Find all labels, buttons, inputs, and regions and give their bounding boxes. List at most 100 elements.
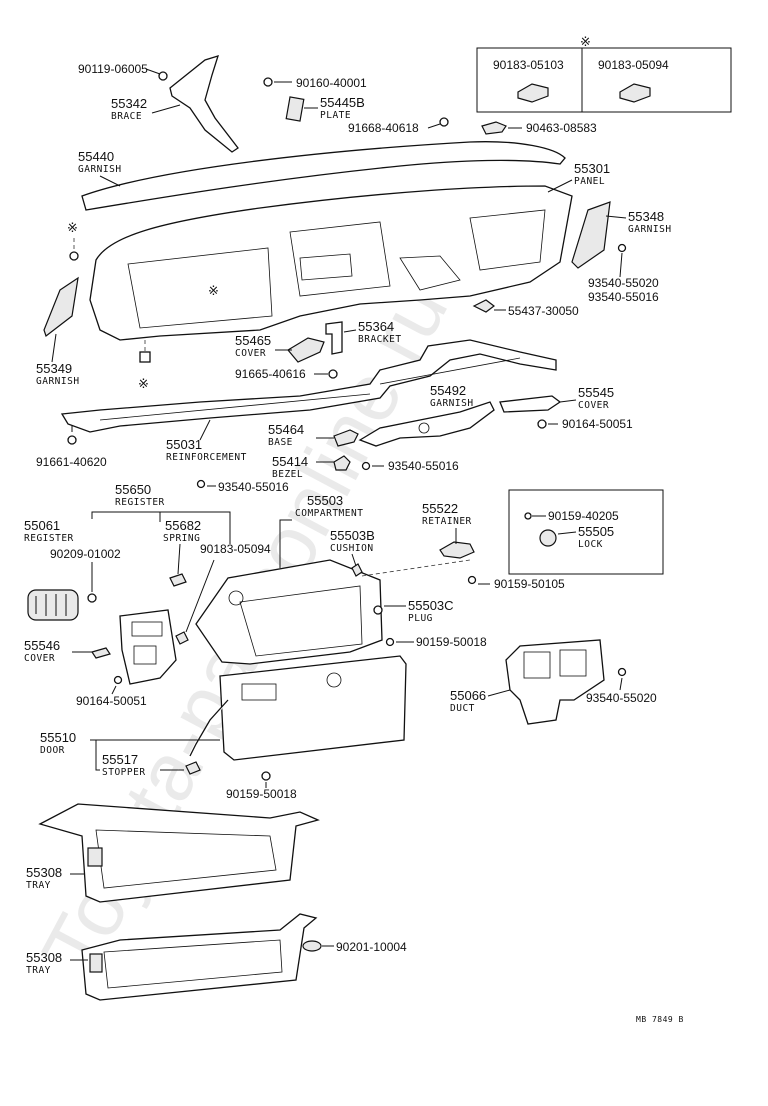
label-90119-06005: 90119-06005 — [78, 62, 148, 76]
label-90159-50018-mid: 90159-50018 — [416, 635, 487, 649]
bolt-icon — [158, 71, 168, 81]
label-cover-55465: COVER — [235, 348, 266, 359]
clip-90183-icon — [175, 631, 189, 645]
clip-right-icon — [619, 83, 651, 103]
label-panel: PANEL — [574, 176, 605, 187]
retainer-55522-part — [439, 541, 475, 559]
label-55510: 55510 — [40, 730, 76, 745]
screw-icon — [361, 461, 371, 471]
label-55349: 55349 — [36, 361, 72, 376]
garnish-55348-part — [571, 201, 611, 269]
label-91661-40620: 91661-40620 — [36, 455, 107, 469]
label-55342: 55342 — [111, 96, 147, 111]
label-55364: 55364 — [358, 319, 394, 334]
label-55492: 55492 — [430, 383, 466, 398]
label-plug: PLUG — [408, 613, 433, 624]
kit-right-part-number: 90183-05094 — [598, 58, 669, 72]
clip-icon — [69, 251, 79, 261]
label-duct: DUCT — [450, 703, 475, 714]
label-tray-lower: TRAY — [26, 965, 51, 976]
label-55308-upper: 55308 — [26, 865, 62, 880]
screw-icon — [328, 369, 338, 379]
label-90159-50018-bottom: 90159-50018 — [226, 787, 297, 801]
label-brace: BRACE — [111, 111, 142, 122]
label-90160-40001: 90160-40001 — [296, 76, 367, 90]
reinforcement-55031-part — [60, 339, 557, 433]
clip-icon — [139, 351, 151, 363]
clip-kit-box: ※ 90183-05103 90183-05094 — [476, 34, 732, 113]
asterisk-left: ※ — [67, 220, 78, 235]
label-90164-50051-left: 90164-50051 — [76, 694, 147, 708]
label-55503b: 55503B — [330, 528, 375, 543]
label-55522: 55522 — [422, 501, 458, 516]
tray-upper-group: 55308 TRAY — [26, 803, 320, 903]
label-cushion: CUSHION — [330, 543, 374, 554]
register-group: 93540-55016 55650 REGISTER 55061 REGISTE… — [24, 479, 289, 708]
clip-90463-icon — [481, 121, 507, 135]
panel-group: 55440 GARNISH ※ 55301 PANEL 55348 GARNIS… — [36, 141, 672, 391]
asterisk-lower: ※ — [138, 376, 149, 391]
label-55440: 55440 — [78, 149, 114, 164]
brace-group: 90119-06005 55342 BRACE 90160-40001 5544… — [78, 55, 597, 153]
tray-lower-group: 55308 TRAY 90201-10004 — [26, 913, 407, 1001]
label-55517: 55517 — [102, 752, 138, 767]
label-55503c: 55503C — [408, 598, 454, 613]
cover-55545-part — [499, 395, 562, 413]
screw-icon — [467, 575, 477, 585]
screw-icon — [113, 675, 123, 685]
label-90201-10004: 90201-10004 — [336, 940, 407, 954]
base-bezel-group: 55464 BASE 55414 BEZEL 93540-55016 — [268, 422, 459, 480]
label-55414: 55414 — [272, 454, 308, 469]
compartment-55503-part — [195, 559, 383, 665]
grommet-90201-part — [302, 940, 322, 952]
label-garnish-55348: GARNISH — [628, 224, 672, 235]
label-plate: PLATE — [320, 110, 351, 121]
stopper-55517-part — [185, 761, 201, 775]
label-90159-50105: 90159-50105 — [494, 577, 565, 591]
base-55464-part — [333, 429, 359, 447]
label-55505: 55505 — [578, 524, 614, 539]
tray-55308-upper-part — [38, 803, 320, 903]
register-housing-part — [119, 609, 177, 685]
label-93540-55016-top: 93540-55016 — [588, 290, 659, 304]
bracket-55364-part — [325, 321, 343, 355]
label-55464: 55464 — [268, 422, 304, 437]
label-91668-40618: 91668-40618 — [348, 121, 419, 135]
label-91665-40616: 91665-40616 — [235, 367, 306, 381]
cover-55465-part — [287, 337, 325, 363]
kit-left-part-number: 90183-05103 — [493, 58, 564, 72]
duct-55066-part — [505, 639, 605, 725]
label-55445b: 55445B — [320, 95, 365, 110]
brace-part — [169, 55, 239, 153]
plate-part — [285, 96, 305, 122]
label-stopper: STOPPER — [102, 767, 146, 778]
label-retainer: RETAINER — [422, 516, 472, 527]
label-bezel: BEZEL — [272, 469, 303, 480]
clip-55437-icon — [472, 299, 495, 313]
label-93540-55020-top: 93540-55020 — [588, 276, 659, 290]
label-90164-50051-right: 90164-50051 — [562, 417, 633, 431]
label-tray-upper: TRAY — [26, 880, 51, 891]
label-garnish-55492: GARNISH — [430, 398, 474, 409]
label-garnish-55440: GARNISH — [78, 164, 122, 175]
label-55031: 55031 — [166, 437, 202, 452]
label-55301: 55301 — [574, 161, 610, 176]
label-55650: 55650 — [115, 482, 151, 497]
label-93540-55016-mid: 93540-55016 — [388, 459, 459, 473]
clip-icon — [263, 77, 273, 87]
label-55546: 55546 — [24, 638, 60, 653]
label-reinforcement: REINFORCEMENT — [166, 452, 247, 463]
label-cover-55546: COVER — [24, 653, 55, 664]
label-door: DOOR — [40, 745, 65, 756]
screw-icon — [537, 419, 547, 429]
label-90209-01002: 90209-01002 — [50, 547, 121, 561]
screw-icon — [524, 512, 532, 520]
clip-left-icon — [517, 83, 549, 103]
label-55348: 55348 — [628, 209, 664, 224]
duct-group: 93540-55020 55066 DUCT — [450, 639, 657, 725]
label-spring: SPRING — [163, 533, 200, 544]
screw-icon — [617, 667, 627, 677]
asterisk-panel: ※ — [208, 283, 219, 298]
label-base: BASE — [268, 437, 293, 448]
